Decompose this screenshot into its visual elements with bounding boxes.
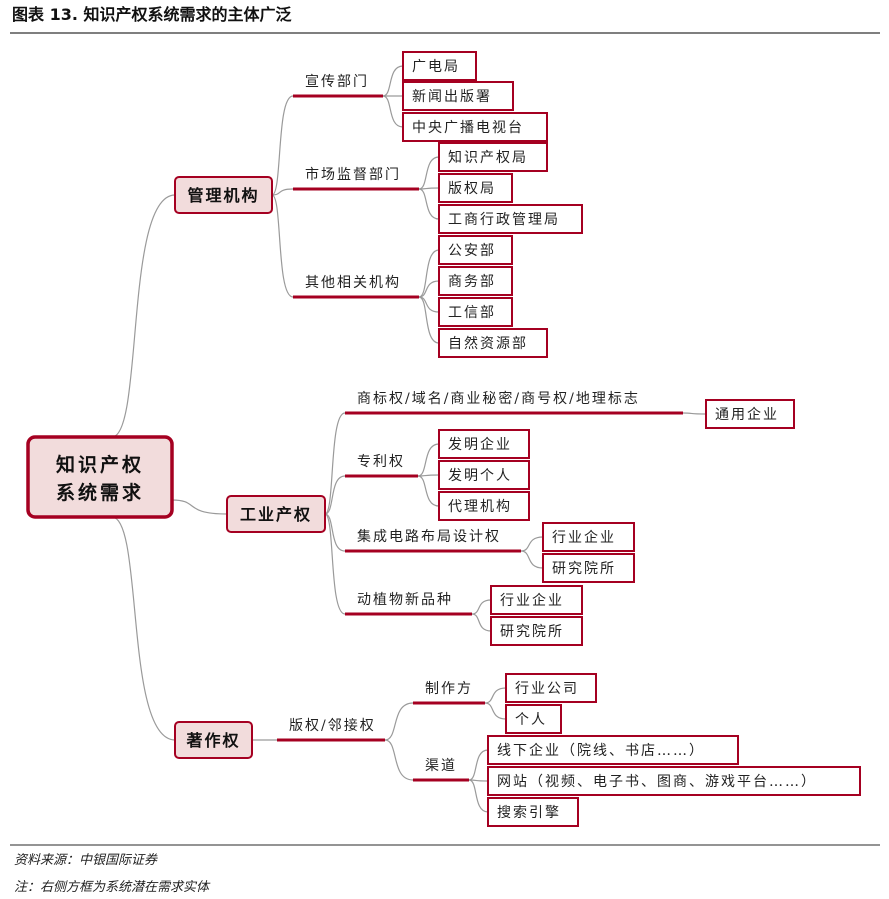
group-label: 渠道 [425, 758, 457, 774]
leaf-label: 通用企业 [715, 406, 779, 423]
leaf-box [490, 585, 583, 615]
leaf-label: 行业公司 [515, 681, 579, 697]
connector-line [484, 702, 507, 720]
leaf-label: 发明企业 [448, 436, 512, 453]
figure-title: 图表 13. 知识产权系统需求的主体广泛 [12, 5, 292, 24]
group-label: 版权/邻接权 [289, 717, 376, 734]
leaf-box [438, 173, 513, 203]
leaf-box [438, 328, 548, 358]
leaf-label: 发明个人 [448, 468, 512, 484]
leaf-label: 研究院所 [500, 624, 564, 640]
connector-line [520, 536, 544, 552]
connector-line [484, 687, 507, 704]
leaf-label: 工信部 [448, 305, 496, 321]
leaf-label: 中央广播电视台 [412, 120, 524, 136]
leaf-box [705, 399, 795, 429]
connector-line [471, 599, 492, 615]
leaf-box [438, 297, 513, 327]
leaf-box [487, 735, 739, 765]
leaf-label: 代理机构 [448, 499, 512, 515]
branch-box [174, 176, 273, 214]
group-label: 制作方 [425, 681, 473, 697]
root-label-line2: 系统需求 [56, 481, 144, 504]
connector-line [418, 296, 440, 344]
connector-line [271, 194, 294, 298]
connector-line [111, 194, 176, 438]
connector-line [324, 513, 346, 615]
leaf-label: 公安部 [448, 243, 496, 259]
leaf-label: 个人 [515, 712, 547, 728]
branch-label: 管理机构 [187, 186, 259, 205]
leaf-box [438, 491, 530, 521]
branch-label: 著作权 [185, 731, 240, 750]
connector-line [418, 280, 440, 298]
leaf-label: 广电局 [412, 59, 460, 75]
leaf-label: 自然资源部 [448, 335, 528, 352]
connector-line [468, 779, 489, 813]
leaf-box [438, 204, 583, 234]
connector-line [417, 443, 440, 477]
connector-line [271, 95, 294, 196]
connector-line [471, 613, 492, 632]
group-label: 动植物新品种 [357, 592, 453, 608]
group-label: 专利权 [357, 454, 405, 470]
leaf-box [402, 81, 514, 111]
group-label: 其他相关机构 [305, 275, 401, 291]
leaf-box [402, 112, 548, 142]
connector-line [682, 412, 707, 415]
leaf-box [438, 266, 513, 296]
leaf-label: 网站（视频、电子书、图商、游戏平台……） [497, 774, 817, 790]
leaf-box [542, 522, 635, 552]
leaf-box [438, 235, 513, 265]
connector-line [171, 499, 228, 515]
leaf-label: 行业企业 [500, 592, 564, 609]
leaf-box [505, 704, 562, 734]
leaf-box [505, 673, 597, 703]
group-label: 宣传部门 [305, 74, 369, 90]
connector-line [324, 475, 346, 515]
source-note: 资料来源：中银国际证券 [14, 853, 158, 868]
leaf-box [542, 553, 635, 583]
leaf-label: 新闻出版署 [412, 89, 492, 105]
root-box [26, 435, 174, 519]
leaf-box [402, 51, 477, 81]
leaf-box [438, 142, 548, 172]
connector-line [384, 702, 414, 741]
leaf-box [487, 766, 861, 796]
leaf-label: 工商行政管理局 [448, 212, 560, 228]
connector-line [417, 475, 440, 507]
leaf-label: 商务部 [448, 274, 496, 290]
connector-line [382, 95, 404, 128]
connector-line [468, 749, 489, 781]
connector-line [382, 65, 404, 97]
connector-line [520, 550, 544, 569]
branch-box [226, 495, 326, 533]
leaf-label: 线下企业（院线、书店……） [497, 742, 705, 759]
group-label: 集成电路布局设计权 [357, 528, 501, 545]
connector-line [418, 156, 440, 190]
group-label: 市场监督部门 [305, 166, 401, 183]
connector-line [271, 188, 294, 196]
connector-line [384, 739, 414, 781]
leaf-box [438, 429, 530, 459]
connector-line [418, 188, 440, 220]
footnote: 注：右侧方框为系统潜在需求实体 [14, 879, 211, 895]
connector-line [418, 249, 440, 298]
leaf-label: 研究院所 [552, 561, 616, 577]
connector-line [111, 516, 176, 741]
root-label-line1: 知识产权 [56, 453, 144, 476]
branch-label: 工业产权 [240, 505, 312, 524]
leaf-label: 行业企业 [552, 529, 616, 546]
branch-box [174, 721, 253, 759]
leaf-box [438, 460, 530, 490]
leaf-label: 知识产权局 [448, 149, 528, 166]
leaf-label: 版权局 [448, 181, 496, 197]
leaf-label: 搜索引擎 [497, 804, 561, 821]
leaf-box [490, 616, 583, 646]
group-label: 商标权/域名/商业秘密/商号权/地理标志 [357, 390, 640, 407]
connector-line [324, 412, 346, 515]
leaf-box [487, 797, 579, 827]
